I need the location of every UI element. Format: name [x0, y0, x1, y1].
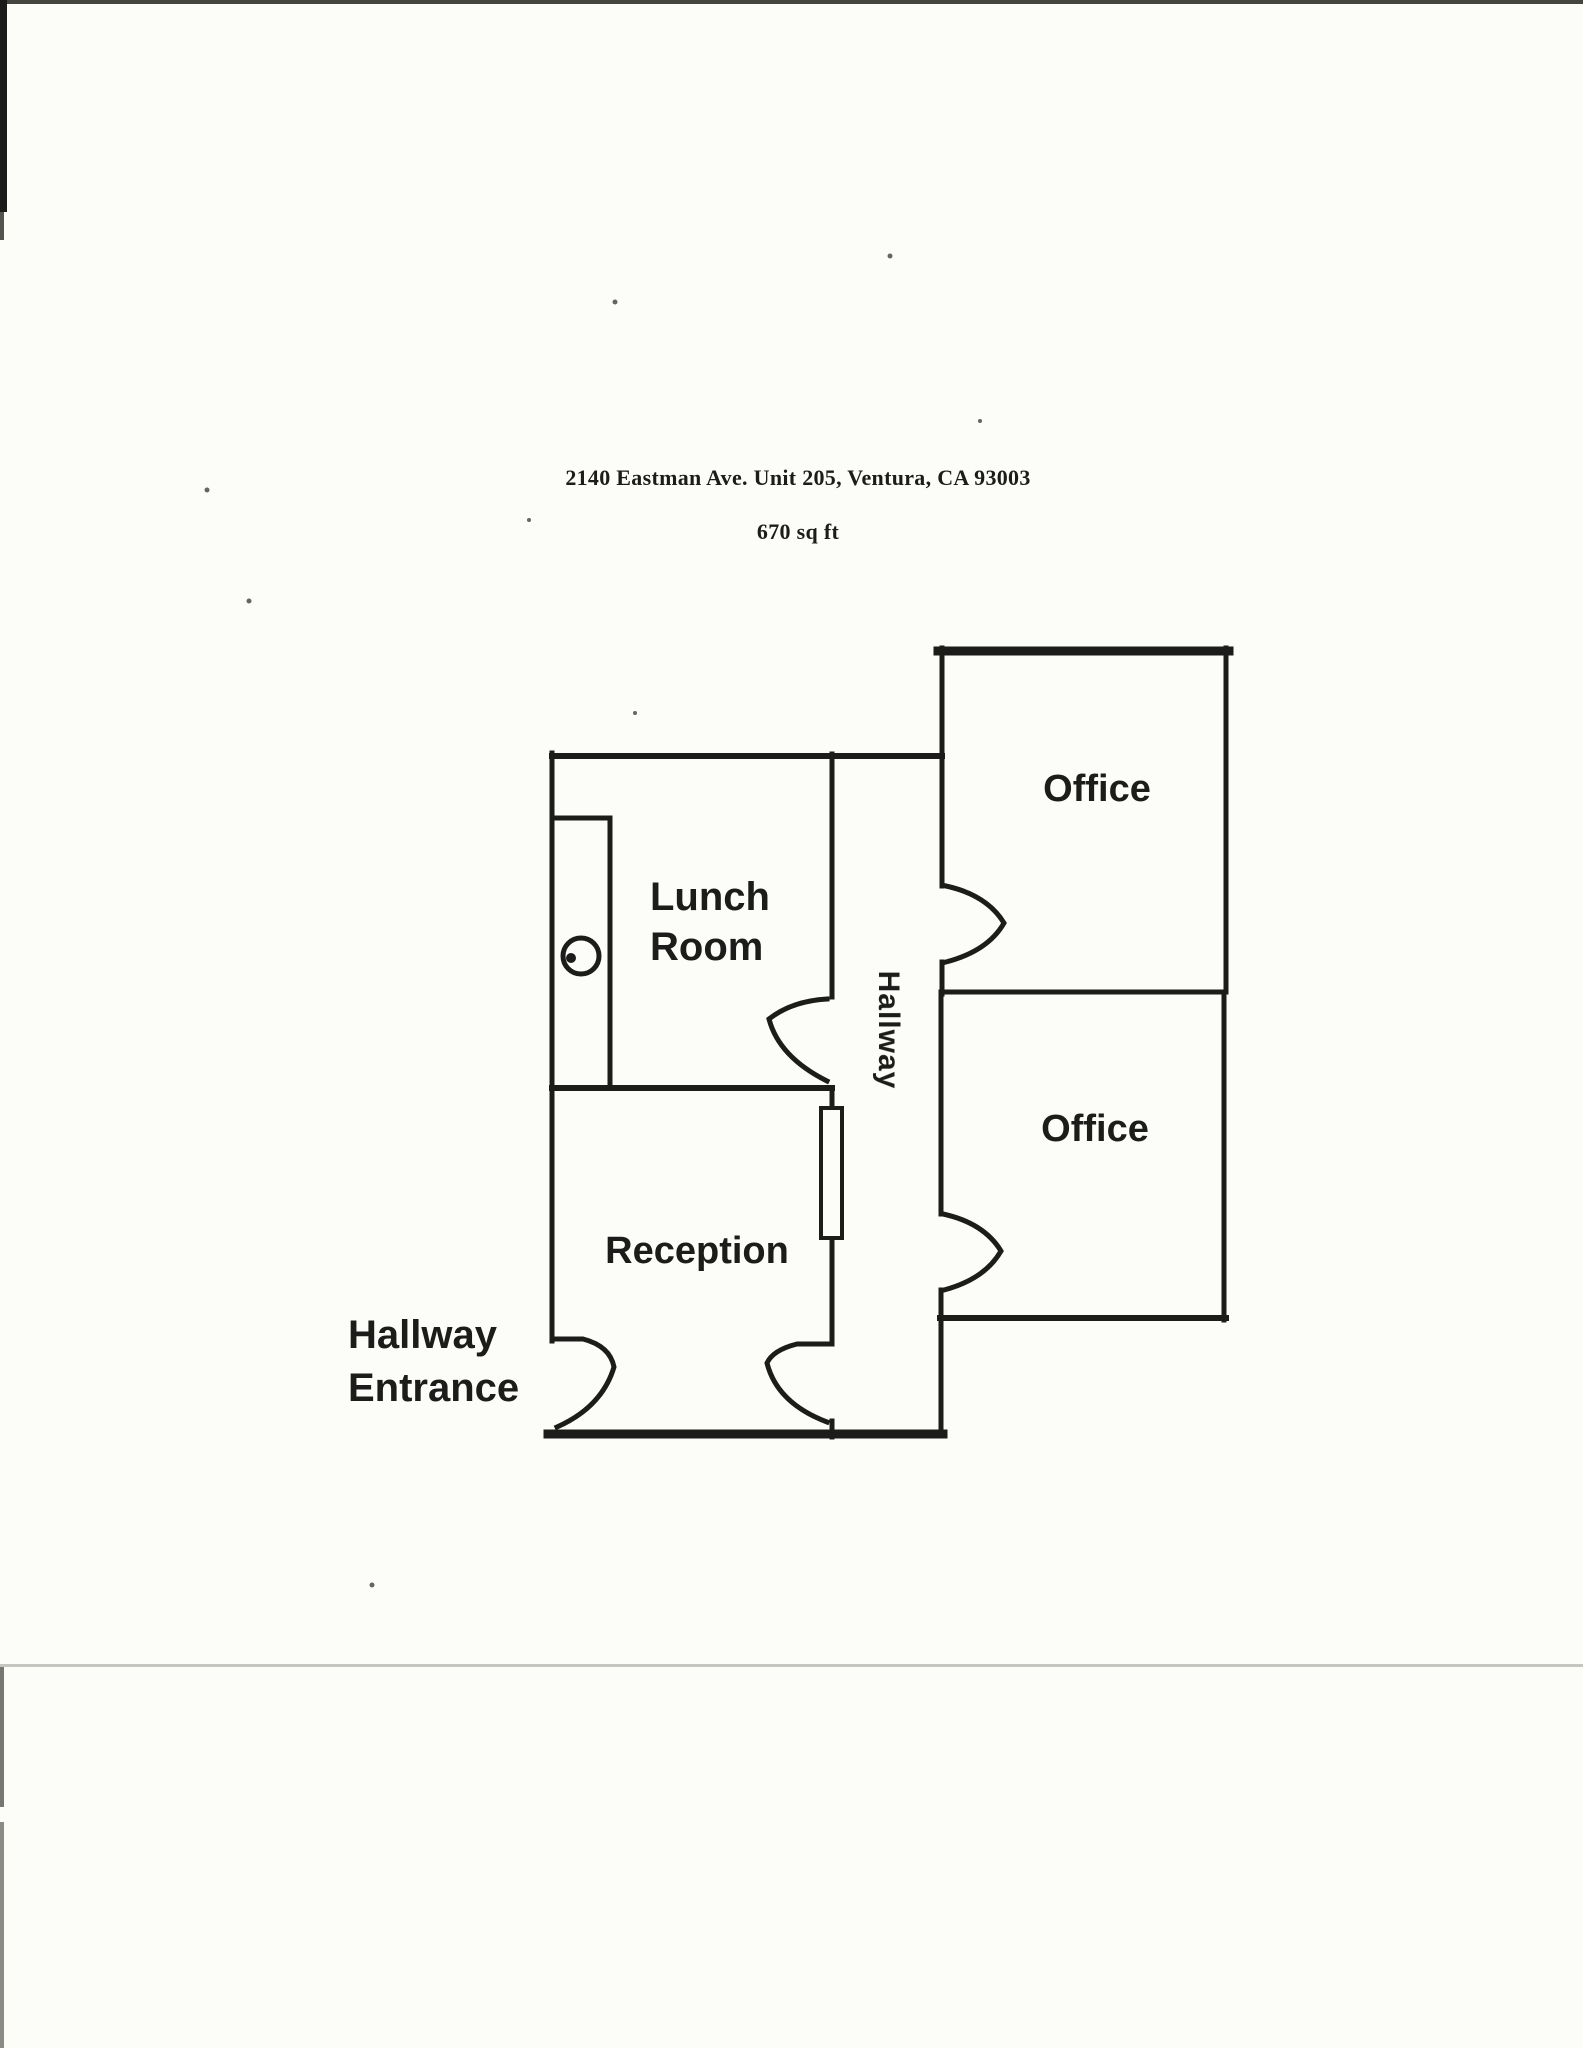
scan-left-bar-bottom-1: [0, 1667, 4, 1807]
wall-closet: [549, 815, 613, 1091]
scan-left-bar-bottom-2: [0, 1822, 4, 2048]
window-symbol-reception: [819, 1106, 844, 1240]
scan-left-bar-top-tail: [0, 212, 4, 240]
walls: [543, 645, 1234, 1440]
room-label-reception: Reception: [605, 1230, 789, 1272]
closet-fixture: [560, 935, 602, 977]
scan-left-bar-top: [0, 0, 7, 212]
door-arc-hallway-entrance: [550, 1336, 617, 1431]
door-arc-lunch-room: [766, 996, 831, 1085]
scan-top-edge-line: [0, 0, 1583, 4]
title-block: 2140 Eastman Ave. Unit 205, Ventura, CA …: [98, 437, 1498, 572]
annotation-hallway-entrance: Hallway Entrance: [348, 1313, 520, 1410]
door-arc-office-top: [942, 883, 1007, 966]
door-knob-circle: [560, 935, 602, 977]
door-arcs: [550, 883, 1007, 1431]
door-arc-office-bottom: [940, 1211, 1004, 1294]
door-arc-reception: [764, 1341, 834, 1426]
room-label-office-top: Office: [1043, 768, 1151, 810]
scan-page-break-line: [0, 1664, 1583, 1667]
room-label-hallway: Hallway: [872, 970, 905, 1090]
scan-specks: [204, 253, 982, 1588]
room-label-lunch-room: Lunch Room: [650, 875, 770, 969]
room-label-office-bottom: Office: [1041, 1108, 1149, 1150]
area-line: 670 sq ft: [756, 519, 840, 544]
door-knob-dot: [566, 953, 576, 963]
address-line: 2140 Eastman Ave. Unit 205, Ventura, CA …: [565, 465, 1031, 490]
